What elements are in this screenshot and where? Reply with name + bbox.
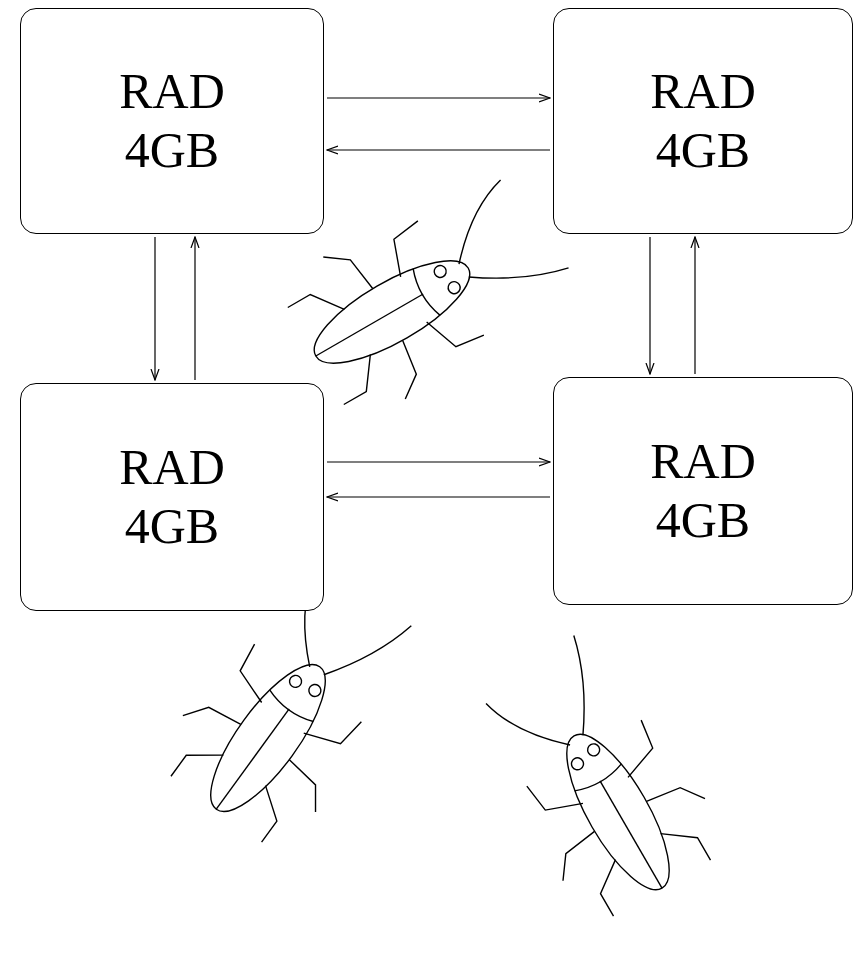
memory-box: RAD 4GB: [20, 383, 324, 611]
memory-box: RAD 4GB: [20, 8, 324, 234]
box-label: RAD 4GB: [650, 432, 756, 550]
box-label: RAD 4GB: [119, 62, 225, 180]
arrow: [327, 149, 550, 150]
arrow: [327, 461, 550, 462]
arrow: [327, 97, 550, 98]
bug-drawing: [459, 619, 733, 929]
arrow: [327, 496, 550, 497]
arrow: [194, 237, 195, 380]
memory-box: RAD 4GB: [553, 377, 853, 605]
box-label: RAD 4GB: [119, 438, 225, 556]
arrow: [694, 237, 695, 374]
arrow: [154, 237, 155, 380]
arrow: [649, 237, 650, 374]
memory-box: RAD 4GB: [553, 8, 853, 234]
box-label: RAD 4GB: [650, 62, 756, 180]
